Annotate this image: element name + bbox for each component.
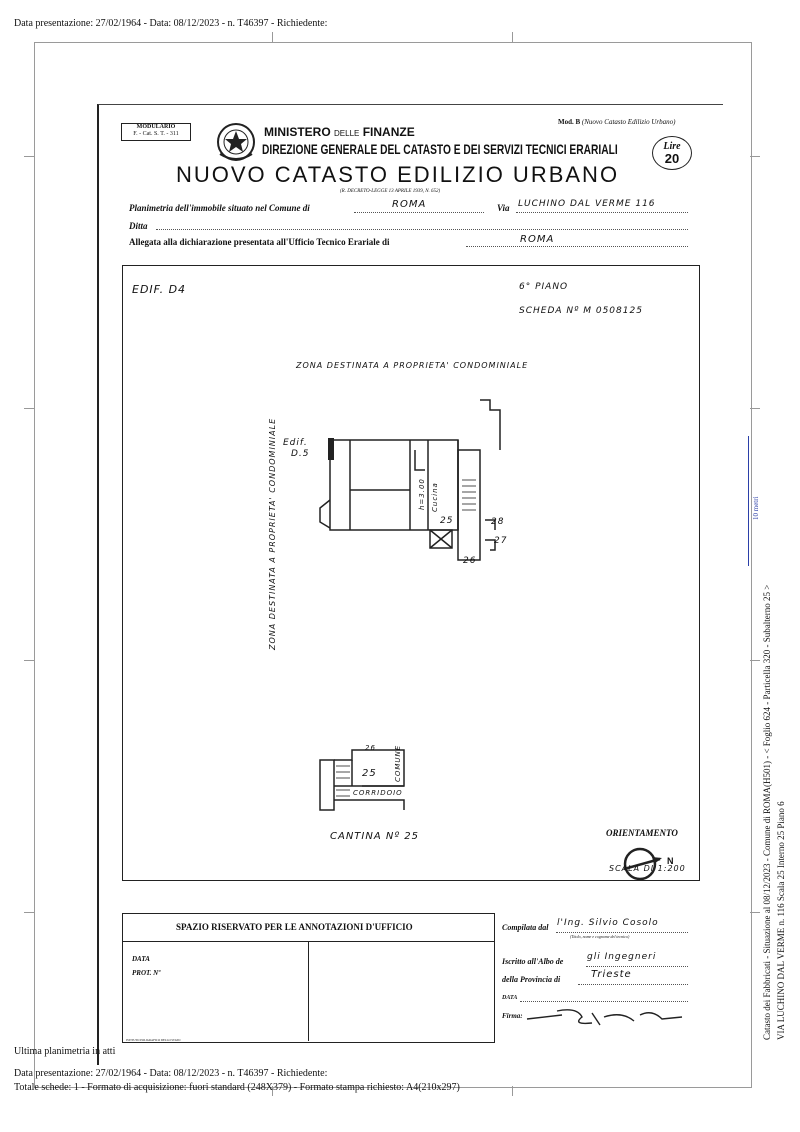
compilata-dotline <box>556 932 688 933</box>
via-label: Via <box>497 203 510 213</box>
height-label: h=3.00 <box>418 478 426 510</box>
frame-tick <box>24 660 34 661</box>
corridoio-label: CORRIDOIO <box>353 789 403 797</box>
comune-dotline <box>354 212 484 213</box>
cantina-number-26: 26 <box>365 744 376 752</box>
annotation-prot-label: PROT. Nº <box>132 969 161 977</box>
modulario-badge: MODULARIO F. - Cat. S. T. - 311 <box>121 123 191 141</box>
mod-b-desc: (Nuovo Catasto Edilizio Urbano) <box>581 118 676 126</box>
frame-tick <box>750 912 760 913</box>
iscritto-label: Iscritto all'Albo de <box>502 957 564 966</box>
mod-b-code: Mod. B <box>558 118 581 126</box>
modulario-code: F. - Cat. S. T. - 311 <box>133 131 179 137</box>
floor-plan-box <box>122 265 700 881</box>
plan-number-26: 26 <box>463 556 477 566</box>
spazio-riservato-label: SPAZIO RISERVATO PER LE ANNOTAZIONI D'UF… <box>176 922 413 932</box>
provincia-value: Trieste <box>591 969 632 980</box>
cucina-label: Cucina <box>431 482 439 512</box>
frame-tick <box>24 408 34 409</box>
north-label: N <box>667 856 674 866</box>
frame-tick <box>750 156 760 157</box>
ministry-word-a: MINISTERO <box>264 125 331 139</box>
lire-stamp: Lire 20 <box>652 136 692 170</box>
scanned-form-frame <box>97 104 723 1065</box>
ministry-line: MINISTERO DELLE FINANZE <box>264 125 415 139</box>
lire-value: 20 <box>664 151 680 166</box>
provincia-label: della Provincia di <box>502 975 561 984</box>
plan-number-27: 27 <box>494 536 508 546</box>
footer-presentation-line: Data presentazione: 27/02/1964 - Data: 0… <box>14 1068 328 1079</box>
annotations-vertical-divider <box>308 941 309 1041</box>
compilata-value: l'Ing. Silvio Cosolo <box>557 918 659 928</box>
via-value: LUCHINO DAL VERME 116 <box>518 199 656 209</box>
side-cadastral-line2: VIA LUCHINO DAL VERME n. 116 Scala 25 In… <box>776 801 786 1040</box>
frame-tick <box>272 32 273 42</box>
frame-tick <box>750 660 760 661</box>
side-cadastral-line1: Catasto dei Fabbricati - Situazione al 0… <box>762 584 772 1040</box>
header-presentation-line: Data presentazione: 27/02/1964 - Data: 0… <box>14 18 328 29</box>
plan-number-28: 28 <box>491 517 505 527</box>
annotation-data2-label: DATA <box>502 995 518 1001</box>
comune-label: COMUNE <box>394 744 402 782</box>
edificio-label: EDIF. D4 <box>132 283 187 296</box>
ministry-word-b: DELLE <box>334 129 360 138</box>
ufficio-dotline <box>466 246 688 247</box>
iscritto-value: gli Ingegneri <box>587 952 657 962</box>
footer-ultima-planimetria: Ultima planimetria in atti <box>14 1046 116 1057</box>
planimetria-label: Planimetria dell'immobile situato nel Co… <box>129 203 310 213</box>
firma-label: Firma: <box>502 1012 523 1020</box>
modulario-label: MODULARIO <box>136 124 176 130</box>
piano-label: 6° PIANO <box>519 282 569 292</box>
lire-label: Lire <box>663 141 681 152</box>
form-title: NUOVO CATASTO EDILIZIO URBANO <box>176 162 620 187</box>
compilata-label: Compilata dal <box>502 923 549 932</box>
scale-marker-label: 10 metri <box>752 496 760 520</box>
zona-top-label: ZONA DESTINATA A PROPRIETA' CONDOMINIALE <box>296 361 529 370</box>
scala-label: SCALA DI 1:200 <box>609 864 686 873</box>
iscritto-dotline <box>586 966 688 967</box>
frame-tick <box>512 1086 513 1096</box>
data2-dotline <box>520 1001 688 1002</box>
ditta-dotline <box>156 229 688 230</box>
frame-tick <box>272 1086 273 1096</box>
compilata-note: (Titolo, nome e cognome del tecnico) <box>570 934 630 939</box>
frame-tick <box>750 408 760 409</box>
via-dotline <box>516 212 688 213</box>
frame-tick <box>24 912 34 913</box>
cantina-number-25: 25 <box>362 768 377 779</box>
frame-tick <box>512 32 513 42</box>
annotation-data-label: DATA <box>132 955 150 963</box>
scale-marker-bar <box>748 436 749 566</box>
office-annotations-box <box>122 913 495 1043</box>
scheda-label: SCHEDA Nº M 0508125 <box>519 306 643 316</box>
zona-left-label: ZONA DESTINATA A PROPRIETA' CONDOMINIALE <box>268 417 277 650</box>
mod-b-label: Mod. B (Nuovo Catasto Edilizio Urbano) <box>558 118 675 126</box>
north-arrow-icon <box>623 847 662 881</box>
comune-value: ROMA <box>392 199 427 210</box>
orientamento-label: ORIENTAMENTO <box>606 828 678 838</box>
footer-format-line: Totale schede: 1 - Formato di acquisizio… <box>14 1082 460 1093</box>
decree-note: (R. DECRETO-LEGGE 13 APRILE 1939, N. 652… <box>340 189 441 194</box>
italian-emblem-icon <box>217 123 255 161</box>
directorate-line: DIREZIONE GENERALE DEL CATASTO E DEI SER… <box>262 141 618 157</box>
edif-d5-a: Edif. <box>283 438 308 448</box>
ufficio-value: ROMA <box>520 234 555 245</box>
plan-number-25: 25 <box>440 516 454 526</box>
ditta-label: Ditta <box>129 221 148 231</box>
provincia-dotline <box>578 984 688 985</box>
cantina-floor-plan <box>319 749 405 811</box>
allegata-label: Allegata alla dichiarazione presentata a… <box>129 237 390 247</box>
ministry-word-c: FINANZE <box>362 125 415 139</box>
apartment-floor-plan <box>319 399 501 561</box>
printer-label: ISTITUTO POLIGRAFICO DELLO STATO <box>126 1038 181 1042</box>
cantina-title: CANTINA Nº 25 <box>330 831 419 842</box>
signature-icon <box>526 1009 683 1026</box>
frame-tick <box>24 156 34 157</box>
edif-d5-b: D.5 <box>291 449 310 459</box>
outer-frame <box>34 42 752 1088</box>
